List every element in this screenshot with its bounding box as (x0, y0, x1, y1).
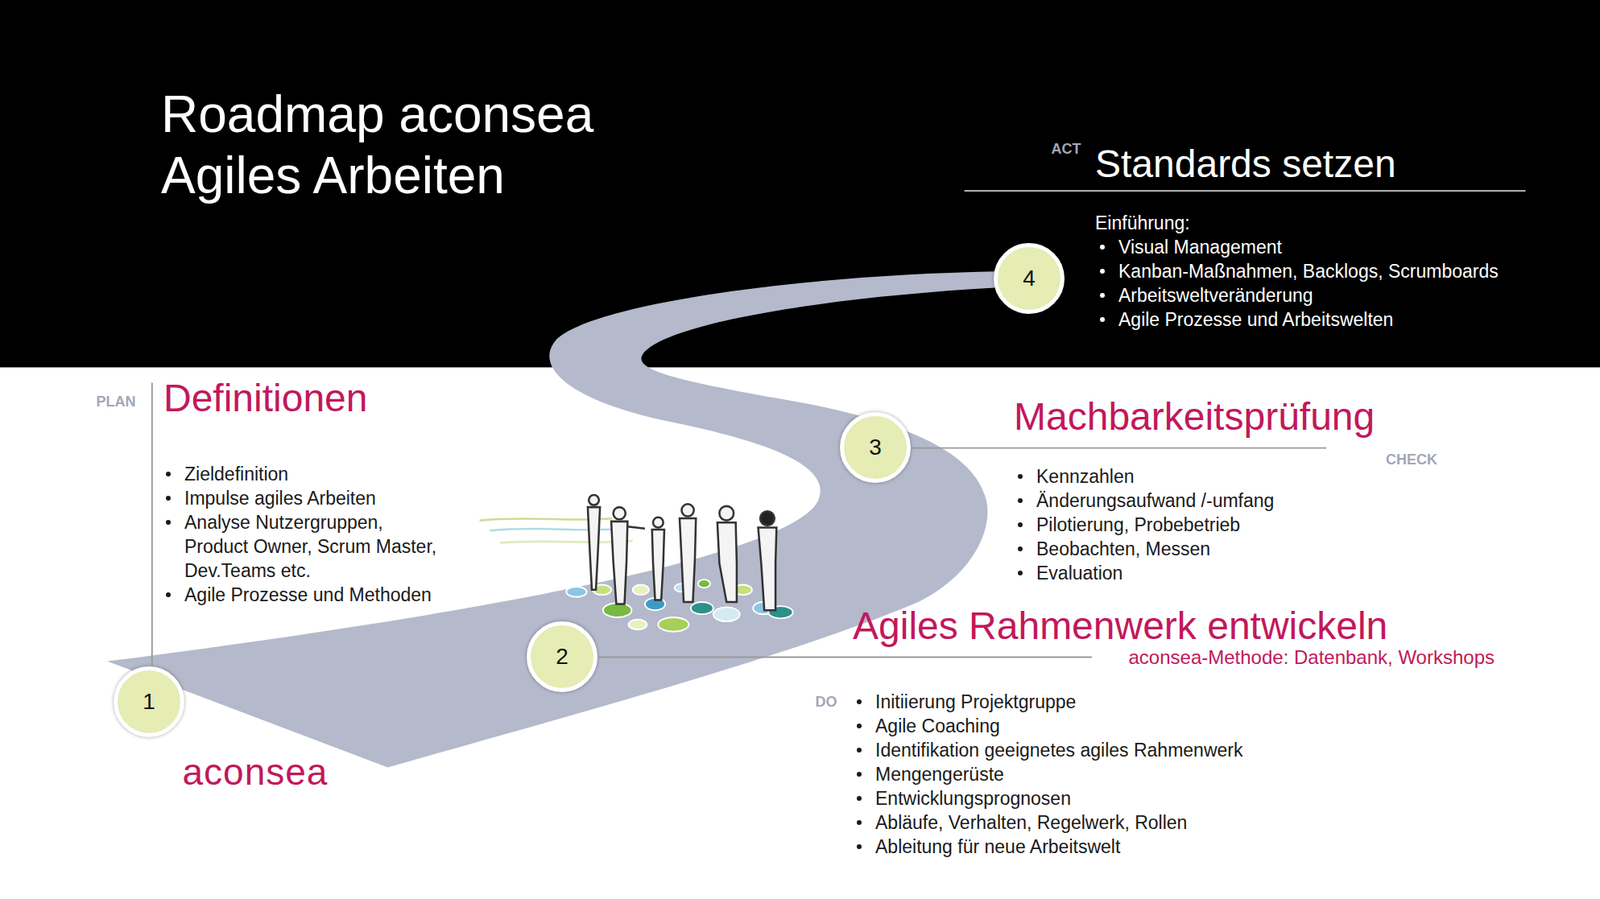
list-item: Analyse Nutzergruppen, Product Owner, Sc… (161, 510, 439, 583)
bullet-dot (165, 592, 171, 598)
list-item: Agile Coaching (851, 714, 1432, 739)
list-item: Evaluation (1012, 561, 1464, 586)
bullet-dot (856, 772, 862, 778)
bullet-dot (856, 699, 862, 705)
bullet-dot (1017, 522, 1023, 528)
step-circle: 1 (113, 666, 185, 738)
phase-tag: DO (815, 693, 838, 712)
list-item-text: Abläufe, Verhalten, Regelwerk, Rollen (875, 812, 1187, 834)
bullet-list: KennzahlenÄnderungsaufwand /-umfangPilot… (1012, 464, 1464, 586)
step-circle: 3 (839, 412, 911, 484)
callout-number: 4 (1022, 265, 1036, 292)
list-item: Mengengerüste (851, 762, 1432, 787)
list-item-text: Beobachten, Messen (1036, 538, 1211, 560)
list-item-text: Arbeitsweltveränderung (1118, 285, 1314, 306)
callout-number: 3 (868, 434, 882, 461)
floor-dots (566, 579, 793, 633)
list-item-text: Pilotierung, Probebetrieb (1036, 514, 1241, 536)
bullet-list: Initiierung ProjektgruppeAgile CoachingI… (851, 690, 1432, 860)
bullet-dot (165, 471, 171, 477)
phase-tag: CHECK (1385, 450, 1438, 469)
bullet-dot (856, 748, 862, 753)
list-item: Initiierung Projektgruppe (851, 690, 1432, 715)
bullet-dot (856, 820, 862, 826)
list-item: Impulse agiles Arbeiten (161, 486, 439, 511)
list-item: Zieldefinition (161, 462, 439, 487)
list-item-text: Evaluation (1036, 562, 1123, 584)
leader-lines (152, 190, 1526, 666)
list-item-text: Kennzahlen (1036, 466, 1135, 488)
section-heading: Definitionen (163, 376, 368, 422)
road (107, 271, 995, 768)
callout-number: 1 (142, 689, 156, 716)
list-item: Kennzahlen (1012, 464, 1464, 489)
list-item-text: Zieldefinition (184, 463, 289, 485)
bullet-list: Visual ManagementKanban-Maßnahmen, Backl… (1095, 235, 1579, 332)
list-item: Agile Prozesse und Methoden (161, 582, 439, 608)
bullet-dot (1099, 268, 1105, 274)
bullet-dot (856, 723, 862, 729)
bullet-dot (1099, 293, 1105, 298)
list-item-text: Mengengerüste (875, 764, 1005, 786)
list-item-text: Initiierung Projektgruppe (875, 691, 1076, 713)
bullet-dot (1099, 244, 1105, 250)
bullet-dot (165, 520, 171, 526)
list-item-text: Entwicklungsprognosen (875, 788, 1071, 810)
list-item-text: Kanban-Maßnahmen, Backlogs, Scrumboards (1118, 260, 1499, 282)
bullet-list: ZieldefinitionImpulse agiles ArbeitenAna… (161, 462, 439, 608)
list-item-text: Impulse agiles Arbeiten (184, 487, 377, 509)
list-item: Abläufe, Verhalten, Regelwerk, Rollen (851, 810, 1432, 836)
logo-text: aconsea (182, 750, 329, 794)
bullet-dot (1017, 474, 1023, 480)
phase-tag: ACT (1051, 140, 1082, 158)
list-item-text: Ableitung für neue Arbeitswelt (875, 836, 1121, 858)
list-item-text: Agile Coaching (875, 715, 1001, 737)
list-item: Agile Prozesse und Arbeitswelten (1095, 307, 1579, 332)
list-intro: Einführung: (1095, 210, 1191, 236)
section-heading: Standards setzen (1095, 141, 1397, 187)
list-item: Identifikation geeignetes agiles Rahmenw… (851, 738, 1432, 763)
list-item-text: Visual Management (1118, 236, 1282, 258)
bullet-dot (1017, 570, 1023, 576)
list-item-text: Identifikation geeignetes agiles Rahmenw… (875, 740, 1243, 761)
list-item: Beobachten, Messen (1012, 537, 1464, 562)
bullet-dot (1017, 546, 1023, 552)
section-subtitle: aconsea-Methode: Datenbank, Workshops (1128, 645, 1496, 670)
phase-tag: PLAN (96, 392, 137, 411)
step-circle: 2 (526, 621, 598, 693)
stripes (479, 518, 633, 543)
diagram-title: Roadmap aconsea Agiles Arbeiten (161, 83, 709, 207)
list-item-text: Änderungsaufwand /-umfang (1036, 490, 1274, 512)
list-item: Kanban-Maßnahmen, Backlogs, Scrumboards (1095, 259, 1579, 284)
list-item: Entwicklungsprognosen (851, 786, 1432, 811)
list-item-text: Agile Prozesse und Arbeitswelten (1118, 309, 1394, 331)
list-item-text: Analyse Nutzergruppen, Product Owner, Sc… (184, 512, 437, 582)
list-item: Pilotierung, Probebetrieb (1012, 512, 1464, 538)
bullet-dot (1099, 317, 1105, 323)
step-circle: 4 (993, 243, 1065, 315)
list-item: Ableitung für neue Arbeitswelt (851, 835, 1432, 860)
bullet-dot (856, 796, 862, 802)
callout-number: 2 (555, 644, 569, 670)
section-heading: Machbarkeitsprüfung (1013, 394, 1375, 440)
black-band (0, 0, 1600, 368)
bullet-dot (1017, 498, 1023, 504)
list-item: Visual Management (1095, 235, 1579, 260)
list-item: Arbeitsweltveränderung (1095, 283, 1579, 308)
bullet-dot (165, 496, 171, 501)
list-item-text: Agile Prozesse und Methoden (184, 584, 432, 606)
people (587, 495, 777, 611)
list-item: Änderungsaufwand /-umfang (1012, 488, 1464, 513)
bullet-dot (856, 844, 862, 850)
section-heading: Agiles Rahmenwerk entwickeln (852, 603, 1388, 650)
